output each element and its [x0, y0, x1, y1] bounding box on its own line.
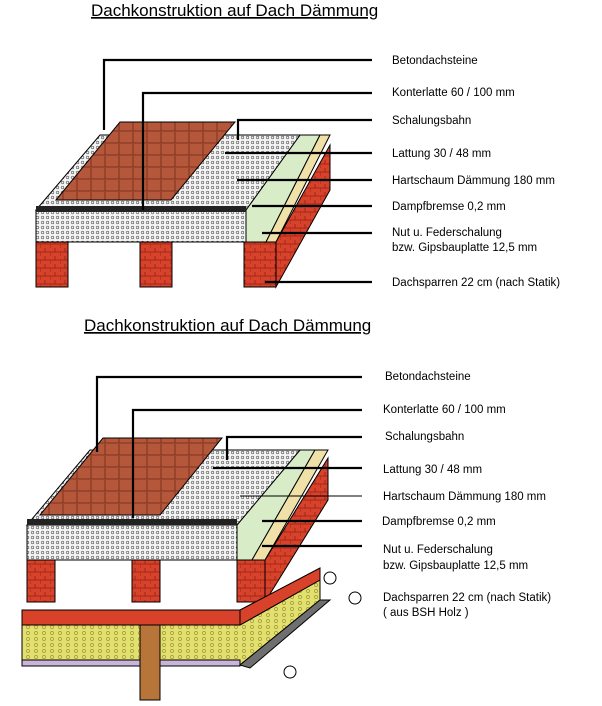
bottom-rafter-3 [236, 559, 266, 603]
top-batten-strip [36, 206, 246, 212]
detail-marker-8a [348, 591, 362, 605]
bottom-detail-section [21, 567, 362, 701]
bottom-label-hartschaum: Hartschaum Dämmung 180 mm [383, 491, 546, 503]
top-label-dachsparren: Dachsparren 22 cm (nach Statik) [392, 277, 560, 289]
top-diagram: Dachkonstruktion auf Dach Dämmung Beton [34, 1, 560, 289]
bottom-label-bsh-holz: ( aus BSH Holz ) [383, 607, 469, 619]
detail-rafter-top [21, 609, 241, 626]
top-label-betondachsteine: Betondachsteine [392, 55, 478, 67]
bottom-label-konterlatte: Konterlatte 60 / 100 mm [383, 404, 506, 416]
bottom-rafters [26, 456, 329, 604]
bottom-label-dampfbremse: Dampfbremse 0,2 mm [382, 516, 496, 528]
top-cladding [265, 134, 331, 243]
top-label-schalungsbahn: Schalungsbahn [392, 115, 471, 127]
top-label-konterlatte: Konterlatte 60 / 100 mm [392, 87, 515, 99]
top-label-gipsbauplatte: bzw. Gipsbauplatte 12,5 mm [392, 242, 537, 254]
bottom-rafter-side [264, 456, 329, 604]
bottom-title: Dachkonstruktion auf Dach Dämmung [84, 316, 371, 335]
bottom-label-dachsparren: Dachsparren 22 cm (nach Statik) [383, 592, 551, 604]
bottom-leader-lines [95, 375, 362, 548]
bottom-label-lattung: Lattung 30 / 48 mm [383, 464, 482, 476]
bottom-rafter-2 [131, 559, 161, 603]
bottom-label-nut-feder: Nut u. Federschalung [383, 544, 493, 556]
top-title: Dachkonstruktion auf Dach Dämmung [91, 1, 378, 20]
top-label-hartschaum: Hartschaum Dämmung 180 mm [392, 175, 555, 187]
bottom-label-schalungsbahn: Schalungsbahn [385, 431, 464, 443]
bottom-batten-strip [27, 519, 237, 525]
detail-edge [238, 599, 332, 669]
bottom-label-betondachsteine: Betondachsteine [385, 371, 471, 383]
bottom-diagram: Dachkonstruktion auf Dach Dämmung [21, 316, 551, 701]
detail-marker-8b [283, 665, 297, 679]
top-rafter-2 [139, 241, 173, 288]
top-label-lattung: Lattung 30 / 48 mm [392, 148, 491, 160]
detail-marker-7 [323, 571, 337, 585]
detail-rafter-side [239, 567, 321, 626]
bottom-rafter-1 [26, 559, 56, 603]
top-label-dampfbremse: Dampfbremse 0,2 mm [392, 201, 506, 213]
bottom-label-gipsbauplatte: bzw. Gipsbauplatte 12,5 mm [383, 560, 528, 572]
top-label-nut-feder: Nut u. Federschalung [392, 227, 502, 239]
top-rafter-3 [243, 241, 277, 288]
top-leader-lines [102, 58, 372, 284]
bottom-roof-tiles [38, 437, 224, 516]
detail-post [139, 624, 161, 701]
top-roof-tiles [54, 121, 237, 201]
bottom-cladding [251, 449, 329, 561]
bottom-insulation-front [26, 524, 238, 561]
detail-vapor-layer [21, 659, 241, 667]
top-rafter-1 [35, 241, 69, 288]
top-insulation-front [35, 209, 247, 243]
